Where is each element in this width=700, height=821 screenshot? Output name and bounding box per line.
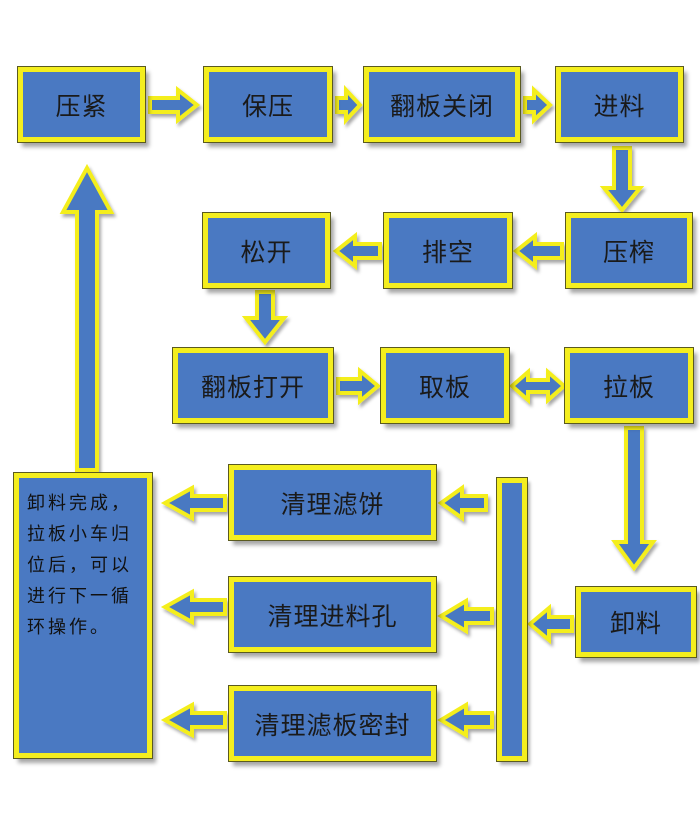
- step-clean-seal: 清理滤板密封: [228, 685, 437, 762]
- step-take-plate: 取板: [380, 347, 510, 424]
- arrow-right-icon: [335, 84, 363, 126]
- arrow-left-icon: [526, 603, 574, 645]
- step-take-plate-label: 取板: [418, 372, 471, 402]
- arrow-right-icon: [523, 85, 553, 125]
- step-hold: 保压: [203, 66, 333, 143]
- arrow-left-icon: [437, 484, 488, 522]
- step-feed-label: 进料: [593, 91, 646, 121]
- step-squeeze: 压榨: [565, 212, 693, 289]
- step-flap-open-label: 翻板打开: [200, 372, 305, 402]
- completion-note-box: 卸料完成，拉板小车归位后，可以进行下一循环操作。: [13, 472, 153, 759]
- arrow-down-icon: [241, 290, 289, 346]
- step-vent-label: 排空: [421, 237, 474, 267]
- arrow-left-icon: [160, 484, 227, 522]
- step-discharge: 卸料: [575, 586, 697, 658]
- step-vent: 排空: [383, 212, 513, 289]
- step-clean-inlet: 清理进料孔: [228, 576, 437, 653]
- arrow-left-icon: [332, 231, 382, 271]
- arrow-right-icon: [148, 85, 201, 125]
- distributor-bar: [496, 477, 528, 762]
- arrow-left-icon: [160, 701, 227, 739]
- step-loosen: 松开: [202, 212, 331, 289]
- completion-note: 卸料完成，拉板小车归位后，可以进行下一循环操作。: [27, 493, 132, 638]
- step-hold-label: 保压: [241, 91, 294, 121]
- step-clean-cake-label: 清理滤饼: [280, 489, 385, 519]
- step-flap-close: 翻板关闭: [363, 66, 521, 143]
- step-flap-close-label: 翻板关闭: [389, 91, 494, 121]
- step-discharge-label: 卸料: [609, 609, 662, 638]
- step-feed: 进料: [555, 66, 684, 143]
- step-clean-inlet-label: 清理进料孔: [267, 601, 398, 631]
- step-flap-open: 翻板打开: [172, 347, 334, 424]
- step-clean-cake: 清理滤饼: [228, 464, 437, 541]
- arrow-left-icon: [437, 597, 494, 635]
- step-pull-plate-label: 拉板: [602, 372, 655, 402]
- step-press-label: 压紧: [55, 91, 108, 121]
- step-clean-seal-label: 清理滤板密封: [254, 710, 411, 740]
- arrow-down-icon: [599, 146, 645, 214]
- arrow-down-icon: [611, 426, 657, 572]
- double-arrow-icon: [508, 367, 568, 405]
- step-loosen-label: 松开: [240, 237, 293, 267]
- arrow-left-icon: [160, 588, 227, 626]
- step-pull-plate: 拉板: [564, 347, 694, 424]
- arrow-right-icon: [336, 366, 382, 406]
- arrow-up-icon: [59, 163, 115, 472]
- step-squeeze-label: 压榨: [602, 237, 655, 267]
- arrow-left-icon: [512, 231, 564, 271]
- step-press: 压紧: [17, 66, 146, 143]
- arrow-left-icon: [437, 701, 494, 739]
